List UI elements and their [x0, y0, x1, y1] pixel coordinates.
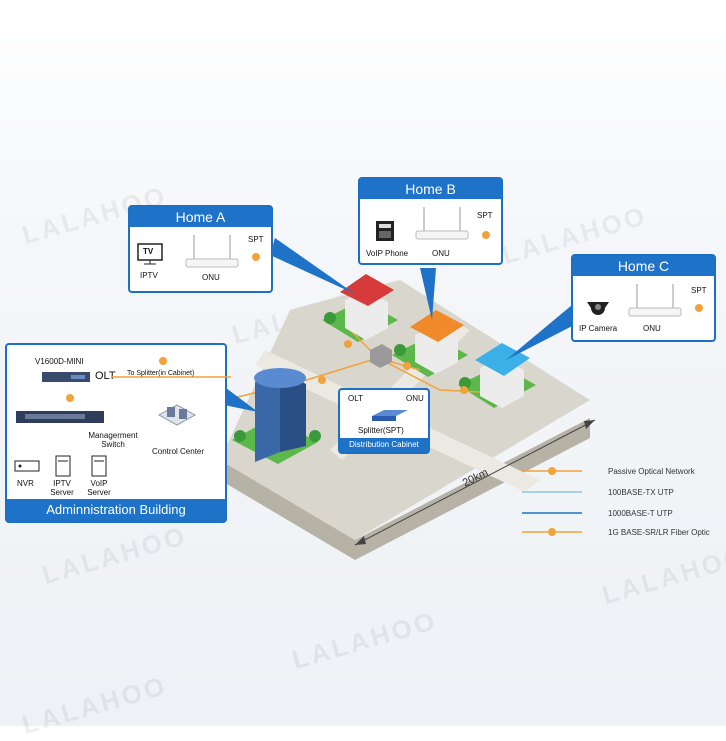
- olt-device-icon: [42, 372, 90, 382]
- pon-badge: [159, 357, 167, 365]
- tower-right: [280, 370, 306, 452]
- router-icon: [415, 207, 469, 240]
- to-splitter-label: To Splitter(in Cabinet): [127, 370, 195, 377]
- splitter-label: Splitter(SPT): [358, 426, 404, 435]
- home-c-spt-label: SPT: [691, 286, 707, 295]
- ground-side: [220, 418, 590, 560]
- router-icon: [185, 235, 239, 268]
- splitter-icon: [372, 410, 408, 421]
- tree: [394, 344, 406, 356]
- legend-swatch: [522, 528, 582, 536]
- callout-c: [506, 305, 580, 360]
- legend-item-1000base: 1000BASE-T UTP: [608, 509, 673, 518]
- admin-title: Adminnistration Building: [7, 499, 225, 521]
- pon-badge: [344, 340, 352, 348]
- callout-a: [270, 238, 355, 294]
- legend-swatch: [522, 467, 582, 475]
- pon-badge: [482, 231, 490, 239]
- house-c-roof: [475, 343, 530, 376]
- tv-label: TV: [143, 247, 154, 256]
- voip-server-label: VoIP Server: [87, 479, 111, 497]
- tower-top: [254, 368, 306, 388]
- home-b-title: Home B: [360, 179, 501, 199]
- router-icon: [628, 284, 682, 317]
- legend-item-100base: 100BASE-TX UTP: [608, 488, 674, 497]
- tree: [459, 377, 471, 389]
- home-a-onu-label: ONU: [202, 273, 220, 282]
- arrow-head: [584, 420, 595, 429]
- pon-line: [111, 376, 231, 378]
- home-a-title: Home A: [130, 207, 271, 227]
- cabinet-panel: OLT ONU Splitter(SPT) Distribution Cabin…: [338, 388, 430, 454]
- house-c-wall: [480, 358, 524, 408]
- home-a-spt-label: SPT: [248, 235, 264, 244]
- arrow-head: [355, 536, 366, 545]
- legend-item-pon: Passive Optical Network: [608, 467, 695, 476]
- switch-icon: [16, 411, 104, 423]
- tower-left: [255, 370, 280, 462]
- control-center-icon: [157, 404, 197, 426]
- distance-arrow: [354, 419, 596, 546]
- house-b-wall: [415, 325, 458, 374]
- home-b-panel: Home B VoIP Phone ONU SPT: [358, 177, 503, 265]
- tree: [324, 312, 336, 324]
- pon-badge: [695, 304, 703, 312]
- pon-badge: [460, 386, 468, 394]
- home-b-onu-label: ONU: [432, 249, 450, 258]
- pon-badge: [403, 362, 411, 370]
- home-c-onu-label: ONU: [643, 324, 661, 333]
- home-c-title: Home C: [573, 256, 714, 276]
- phone-icon: [376, 221, 394, 241]
- iptv-server-label: IPTV Server: [50, 479, 74, 497]
- admin-panel: V1600D-MINI OLT To Splitter(in Cabinet) …: [5, 343, 231, 523]
- home-b-device-label: VoIP Phone: [366, 249, 409, 258]
- nvr-icon: [14, 460, 40, 472]
- control-center-label: Control Center: [152, 447, 205, 456]
- callout-b: [420, 268, 436, 320]
- legend-swatch: [522, 512, 582, 514]
- tree: [234, 430, 246, 442]
- camera-icon: [587, 302, 609, 315]
- house-b-roof: [410, 310, 464, 342]
- fiber-badge: [66, 394, 74, 402]
- switch-label: Managerment Switch: [88, 431, 138, 449]
- tree: [309, 430, 321, 442]
- callout-admin: [222, 385, 258, 412]
- tv-icon: [137, 243, 163, 265]
- server-icon: [55, 455, 71, 477]
- house-a-wall: [345, 290, 388, 340]
- home-b-spt-label: SPT: [477, 211, 493, 220]
- legend-item-fiber: 1G BASE-SR/LR Fiber Optic: [608, 528, 710, 537]
- nvr-label: NVR: [17, 479, 34, 488]
- home-c-device-label: IP Camera: [579, 324, 618, 333]
- cabinet-title: Distribution Cabinet: [340, 438, 428, 452]
- pon-badge: [252, 253, 260, 261]
- olt-label: OLT: [95, 370, 116, 382]
- pon-badge: [318, 376, 326, 384]
- home-a-device-label: IPTV: [140, 271, 158, 280]
- legend-swatch: [522, 491, 582, 493]
- home-c-panel: Home C IP Camera ONU SPT: [571, 254, 716, 342]
- cabinet-box: [370, 344, 392, 368]
- house-a-roof: [340, 274, 394, 306]
- cabinet-olt-label: OLT: [348, 394, 363, 403]
- home-a-panel: Home A TV IPTV ONU SPT: [128, 205, 273, 293]
- olt-model-label: V1600D-MINI: [35, 357, 84, 366]
- cabinet-onu-label: ONU: [406, 394, 424, 403]
- server-icon: [91, 455, 107, 477]
